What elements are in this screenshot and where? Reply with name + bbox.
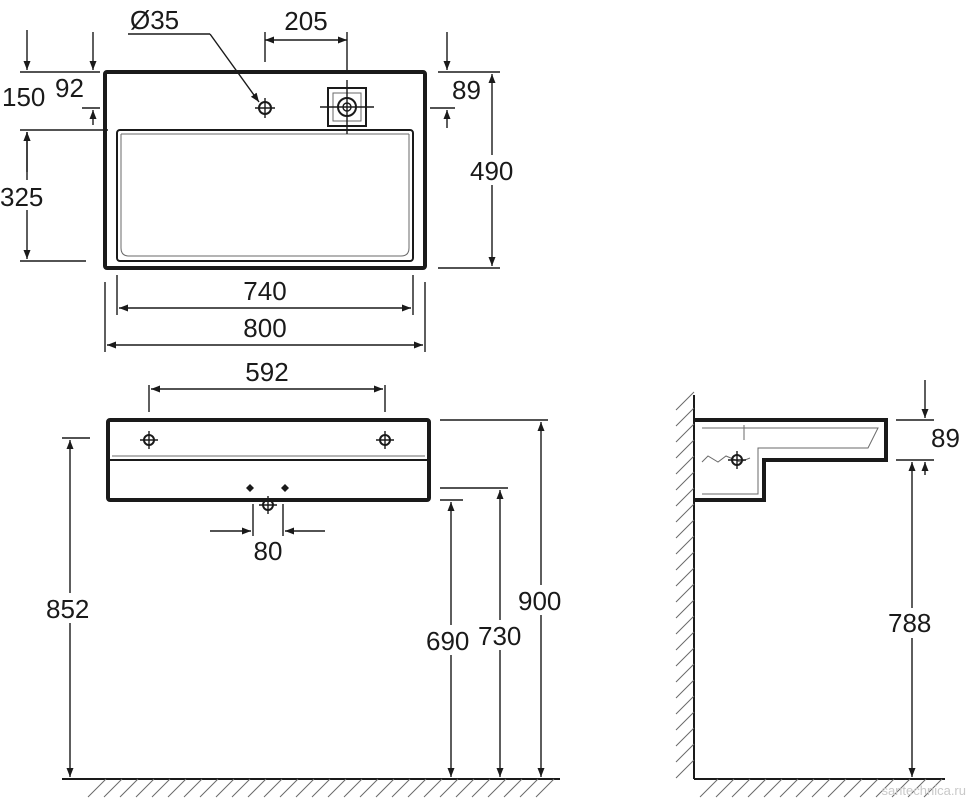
dim-89-top: 89 <box>452 75 481 105</box>
dim-592: 592 <box>245 357 288 387</box>
floor-hatch-front <box>62 778 560 798</box>
dim-89-side: 89 <box>931 423 960 453</box>
dim-852: 852 <box>46 594 89 624</box>
bracket-hole-left <box>140 431 158 449</box>
bowl-inner-top <box>116 129 414 262</box>
dim-690: 690 <box>426 626 469 656</box>
dim-800: 800 <box>243 313 286 343</box>
watermark: santechnica.ru <box>881 783 966 798</box>
top-view: Ø35 205 150 92 325 89 490 <box>0 5 524 352</box>
floor-hatch-side <box>694 778 945 798</box>
wall-hatch <box>675 391 695 779</box>
dim-hole-diameter: Ø35 <box>130 5 179 35</box>
basin-outline-top <box>103 70 427 270</box>
dim-788: 788 <box>888 608 931 638</box>
tap-hole-symbol <box>255 98 275 118</box>
side-view: 89 788 santechnica.ru <box>675 380 966 798</box>
dim-900: 900 <box>518 586 561 616</box>
overflow-square-symbol <box>320 80 374 134</box>
dim-740: 740 <box>243 276 286 306</box>
basin-side-profile <box>694 418 888 502</box>
dim-325: 325 <box>0 182 43 212</box>
waste-marker <box>246 484 289 536</box>
dim-80: 80 <box>254 536 283 566</box>
bracket-hole-right <box>376 431 394 449</box>
dim-490: 490 <box>470 156 513 186</box>
dim-205: 205 <box>284 6 327 36</box>
dim-92: 92 <box>55 73 84 103</box>
dim-730: 730 <box>478 621 521 651</box>
dim-150: 150 <box>2 82 45 112</box>
front-view: 592 80 852 690 730 <box>44 357 570 798</box>
